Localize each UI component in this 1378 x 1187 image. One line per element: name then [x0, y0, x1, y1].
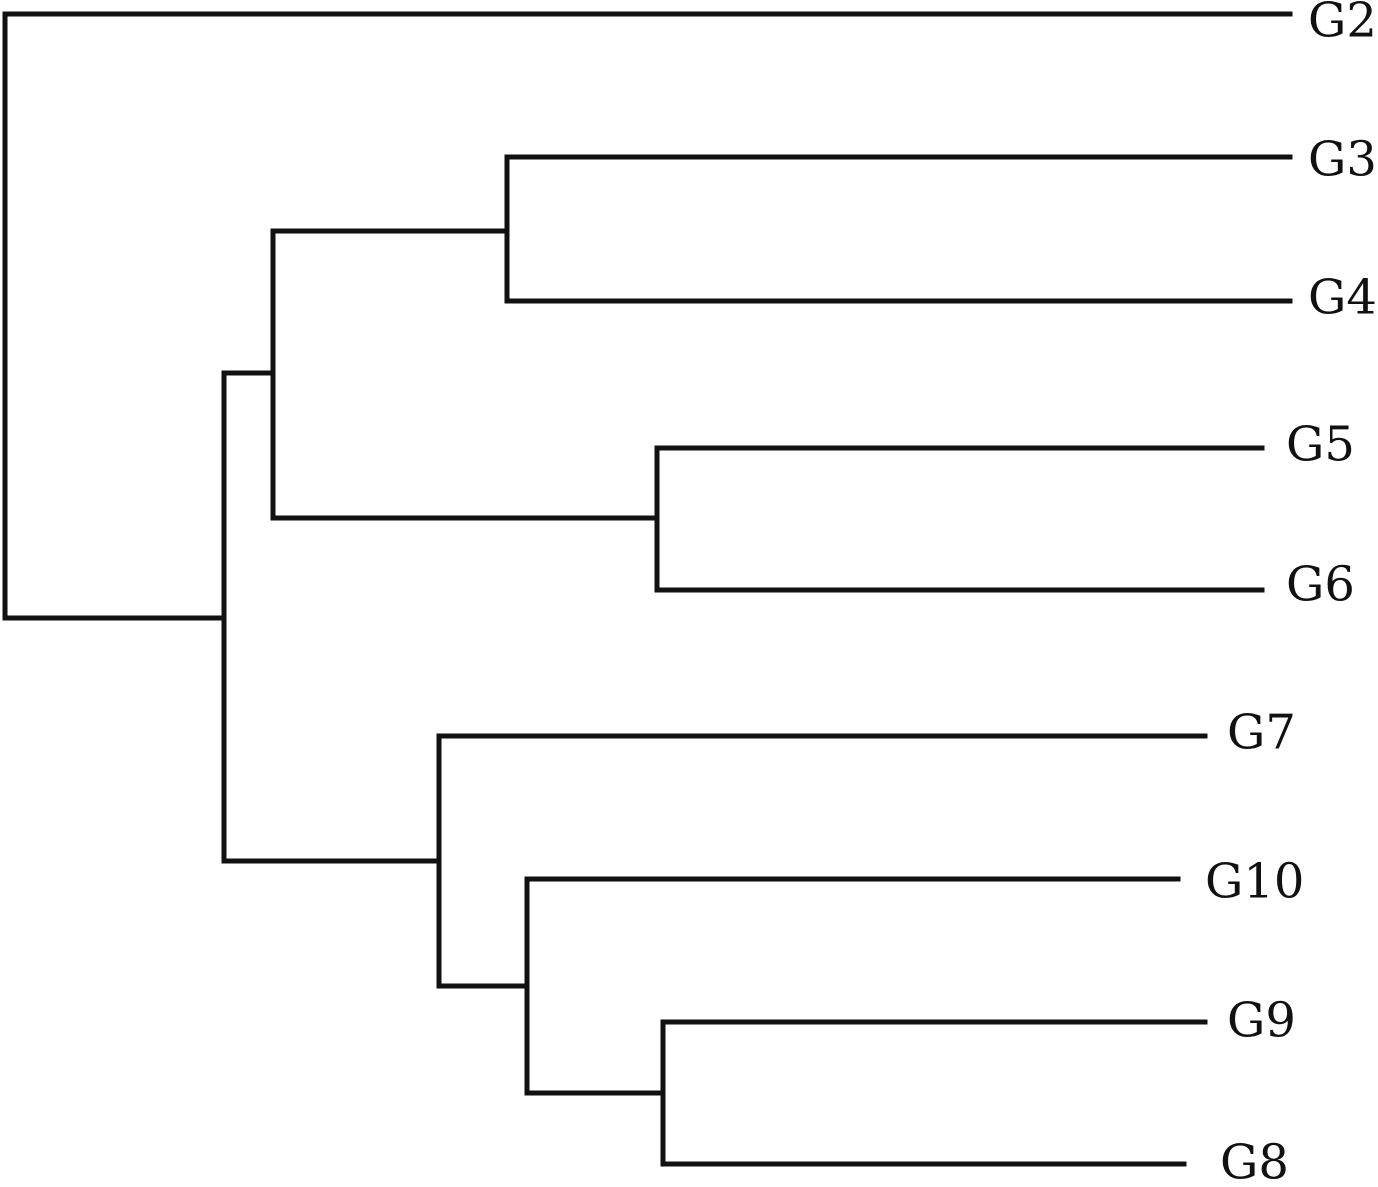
leaf-label-g10: G10: [1205, 854, 1304, 910]
leaf-label-g3: G3: [1308, 132, 1377, 188]
branches: [2, 11, 1293, 1167]
leaf-label-g7: G7: [1227, 705, 1296, 761]
leaf-label-g2: G2: [1308, 0, 1377, 49]
leaf-label-g6: G6: [1286, 557, 1355, 613]
leaf-labels: G2 G3 G4 G5 G6 G7 G10 G9 G8: [1205, 0, 1377, 1187]
leaf-label-g5: G5: [1286, 417, 1355, 473]
leaf-label-g4: G4: [1308, 270, 1377, 326]
leaf-label-g9: G9: [1227, 993, 1296, 1049]
leaf-label-g8: G8: [1220, 1135, 1289, 1187]
